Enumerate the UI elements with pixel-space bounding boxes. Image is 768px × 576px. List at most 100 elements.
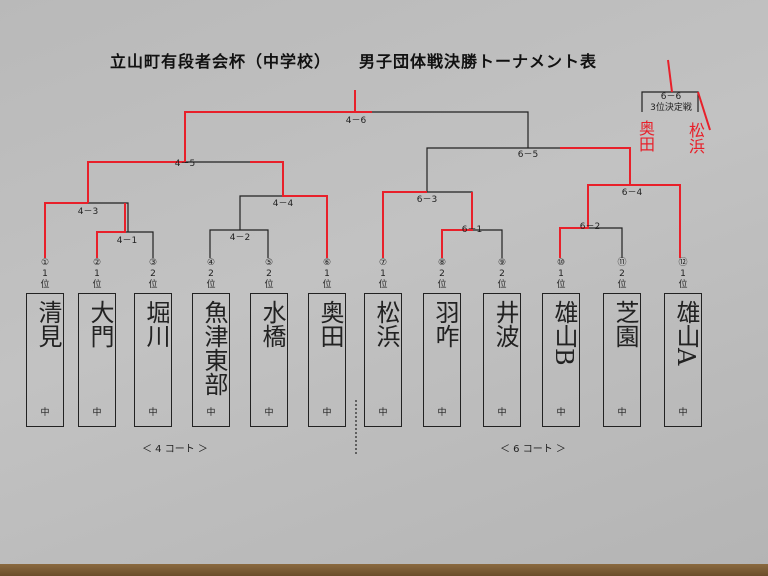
match-label-4-6: 4－6: [345, 116, 367, 126]
team-card: 水橋中: [250, 293, 288, 427]
seed-rank: 1: [680, 269, 686, 279]
team-number: ⑧: [437, 258, 447, 268]
seed-rank-unit: 位: [378, 280, 388, 290]
team-number: ①: [40, 258, 50, 268]
team-name: 雄山A: [672, 300, 700, 366]
seed-rank-unit: 位: [206, 280, 216, 290]
match-label-4-3: 4－3: [77, 207, 99, 217]
match-label-4-2: 4－2: [229, 233, 251, 243]
winner-lines: [44, 59, 711, 258]
team-name: 井波: [491, 300, 519, 348]
school-type: 中: [678, 408, 688, 418]
team-name: 雄山B: [550, 300, 578, 366]
team-name: 奥田: [316, 300, 344, 348]
team-card: 芝園中: [603, 293, 641, 427]
seed-rank-unit: 位: [437, 280, 447, 290]
seed-rank: 2: [266, 269, 272, 279]
school-type: 中: [264, 408, 274, 418]
school-type: 中: [497, 408, 507, 418]
team-number: ③: [148, 258, 158, 268]
team-name: 芝園: [611, 300, 639, 348]
team-card: 大門中: [78, 293, 116, 427]
match-label-6-6: 6－6: [660, 92, 682, 102]
match-line-6-2: [559, 227, 623, 258]
seed-rank: 2: [499, 269, 505, 279]
seed-rank: 1: [558, 269, 564, 279]
seed-rank: 1: [42, 269, 48, 279]
seed-rank: 1: [324, 269, 330, 279]
seed-rank-unit: 位: [148, 280, 158, 290]
match-label-6-3: 6－3: [416, 195, 438, 205]
match-line-4-2: [209, 229, 269, 258]
team-number: ⑫: [678, 258, 688, 268]
court-label-6: ＜ 6 コート ＞: [500, 444, 566, 455]
seed-rank-unit: 位: [40, 280, 50, 290]
title-main: 立山町有段者会杯（中学校）: [110, 52, 332, 71]
seed-rank-unit: 位: [264, 280, 274, 290]
school-type: 中: [378, 408, 388, 418]
seed-rank-unit: 位: [497, 280, 507, 290]
team-card: 井波中: [483, 293, 521, 427]
third-place-label: 3位決定戦: [650, 103, 692, 113]
team-number: ⑨: [497, 258, 507, 268]
seed-rank-unit: 位: [678, 280, 688, 290]
school-type: 中: [40, 408, 50, 418]
team-number: ⑦: [378, 258, 388, 268]
match-label-6-4: 6－4: [621, 188, 643, 198]
third-place-match: 6－6 3位決定戦: [643, 92, 699, 114]
team-number: ⑩: [556, 258, 566, 268]
team-number: ⑤: [264, 258, 274, 268]
team-card: 雄山A 中: [664, 293, 702, 427]
seed-rank: 2: [150, 269, 156, 279]
seed-rank-unit: 位: [92, 280, 102, 290]
team-card: 堀川中: [134, 293, 172, 427]
school-type: 中: [437, 408, 447, 418]
team-name: 羽咋: [431, 300, 459, 348]
match-label-6-2: 6－2: [579, 222, 601, 232]
team-name: 松浜: [372, 300, 400, 348]
school-type: 中: [148, 408, 158, 418]
team-name: 清見: [34, 300, 62, 348]
match-label-4-1: 4－1: [116, 236, 138, 246]
seed-rank: 2: [439, 269, 445, 279]
third-place-left-team: 奥田: [636, 120, 655, 152]
seed-rank-unit: 位: [556, 280, 566, 290]
team-name: 魚津東部: [200, 300, 228, 396]
team-name: 水橋: [258, 300, 286, 348]
team-name: 堀川: [142, 300, 170, 348]
page-title: 立山町有段者会杯（中学校） 男子団体戦決勝トーナメント表: [110, 48, 625, 72]
seed-rank: 2: [208, 269, 214, 279]
match-line-6-6: [641, 91, 699, 112]
seed-rank-unit: 位: [617, 280, 627, 290]
title-sub: 男子団体戦決勝トーナメント表: [359, 52, 598, 71]
team-card: 奥田中: [308, 293, 346, 427]
floor: [0, 564, 768, 576]
school-type: 中: [556, 408, 566, 418]
team-card: 羽咋中: [423, 293, 461, 427]
court-label-4: ＜ 4 コート ＞: [142, 444, 208, 455]
match-label-4-5: 4－5: [174, 159, 196, 169]
seed-rank: 1: [94, 269, 100, 279]
team-number: ④: [206, 258, 216, 268]
team-number: ②: [92, 258, 102, 268]
seed-rank: 1: [380, 269, 386, 279]
team-card: 魚津東部中: [192, 293, 230, 427]
school-type: 中: [322, 408, 332, 418]
school-type: 中: [92, 408, 102, 418]
team-card: 清見中: [26, 293, 64, 427]
school-type: 中: [617, 408, 627, 418]
match-label-6-5: 6－5: [517, 150, 539, 160]
team-number: ⑥: [322, 258, 332, 268]
seed-rank: 2: [619, 269, 625, 279]
